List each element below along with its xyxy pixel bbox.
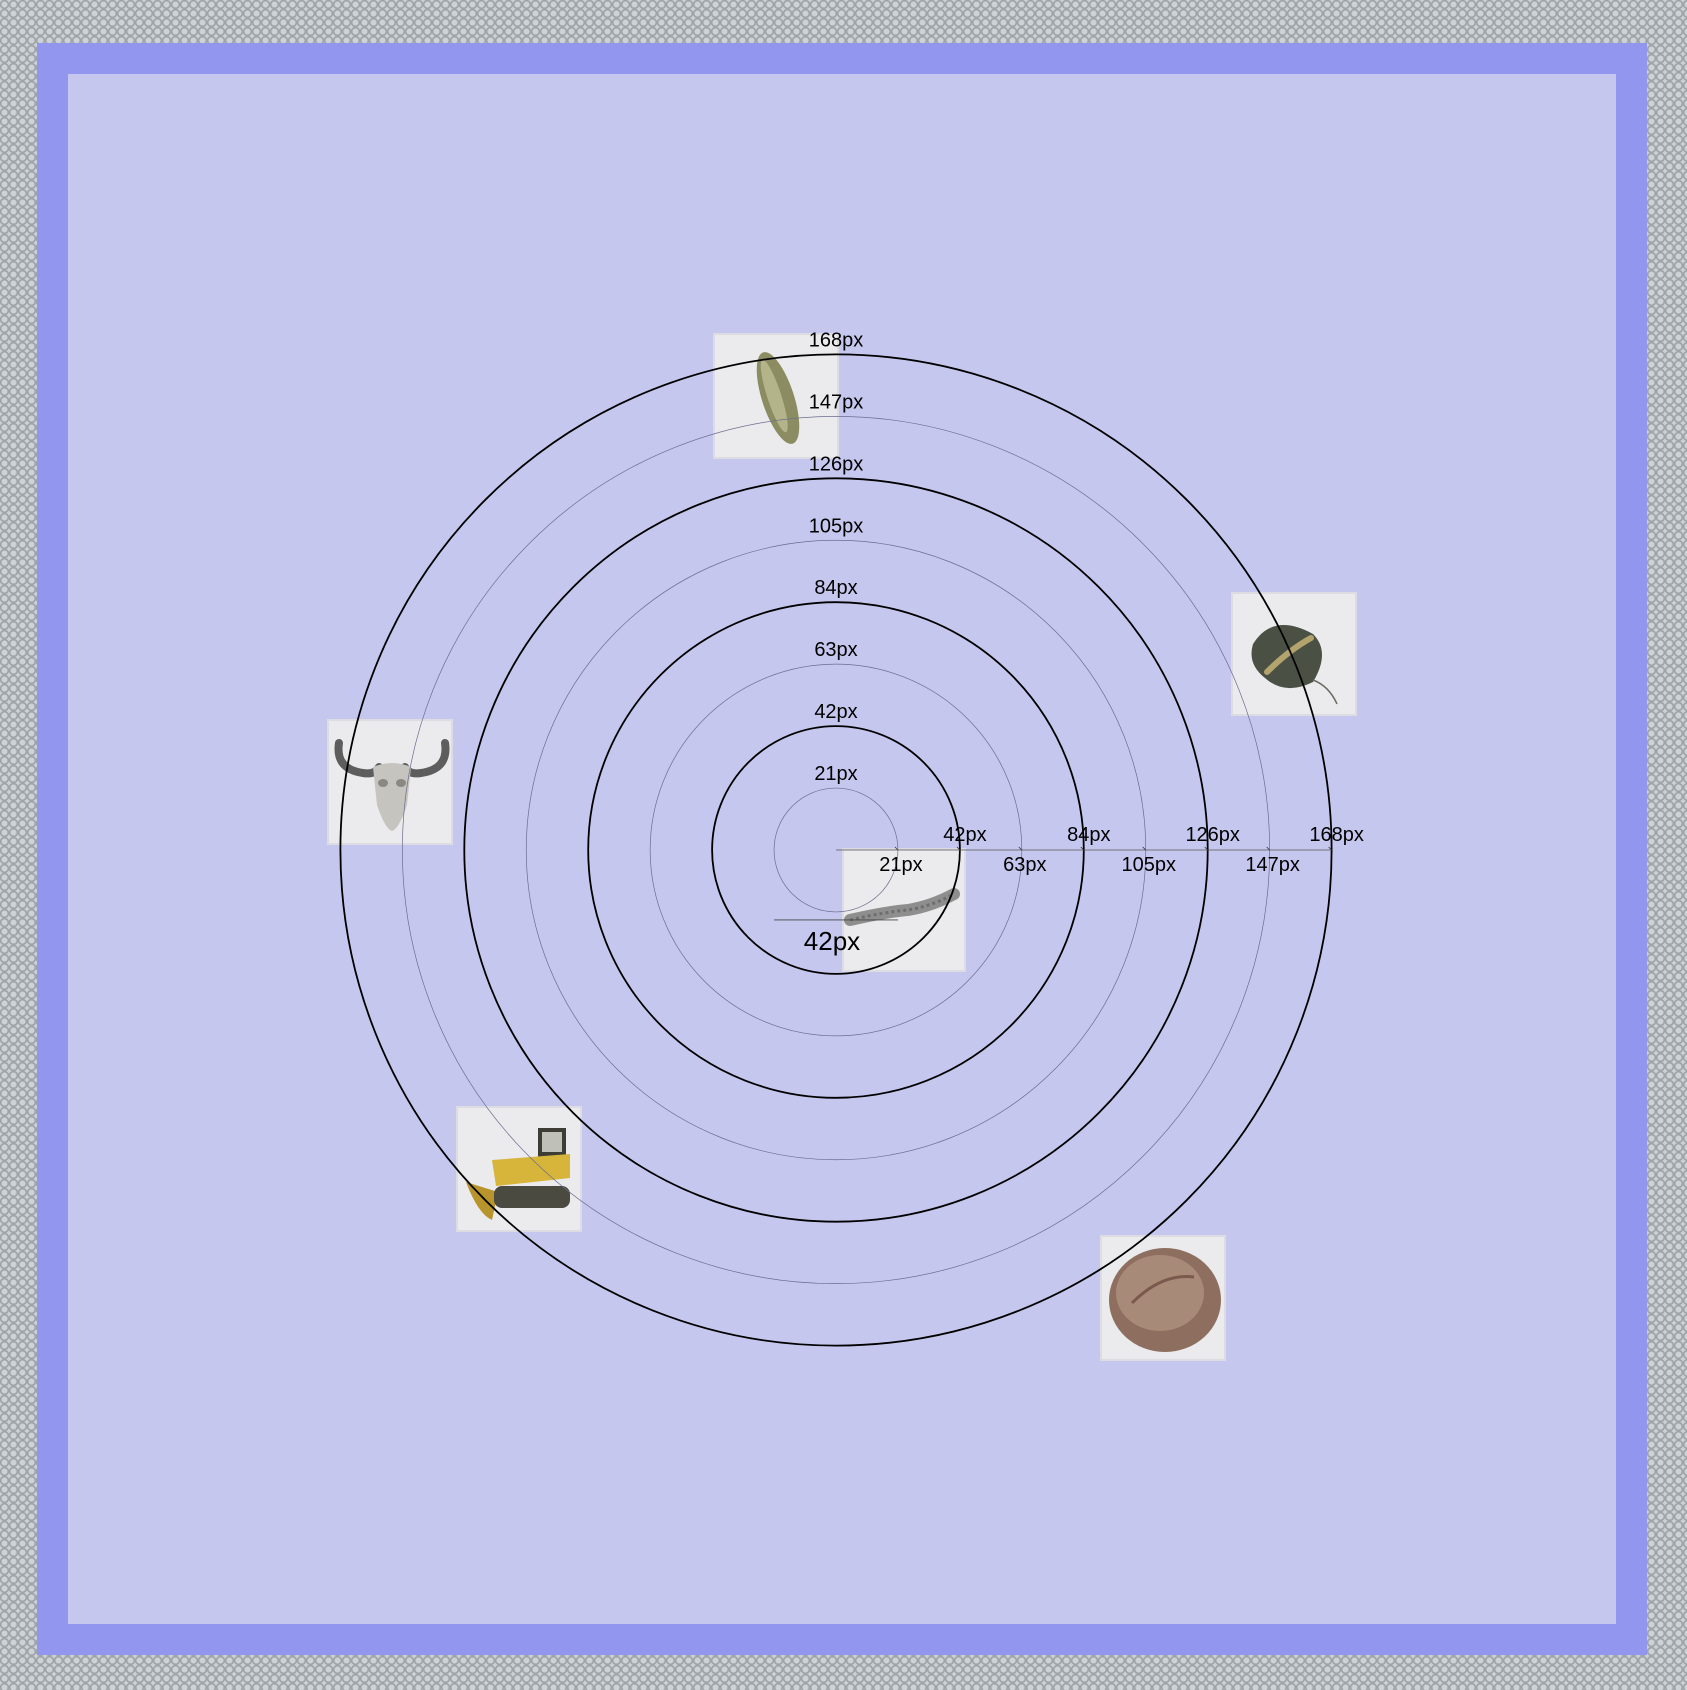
- ox-skull-image: [327, 719, 453, 845]
- ring-label-axis-147: 147px: [1245, 854, 1300, 876]
- ring-label-axis-63: 63px: [1003, 854, 1046, 876]
- tick-42: [956, 846, 961, 851]
- center-size-label: 42px: [804, 926, 860, 956]
- ring-label-top-63: 63px: [814, 639, 857, 661]
- ring-label-top-21: 21px: [814, 763, 857, 785]
- tick-168: [1328, 846, 1332, 851]
- tick-63: [1018, 846, 1023, 851]
- ring-label-top-147: 147px: [809, 391, 864, 413]
- ring-label-axis-168: 168px: [1309, 824, 1364, 846]
- canvas: 21px 21px 42px 42px 63px 63px 84px 84px 105px 105…: [68, 74, 1616, 1624]
- ring-label-axis-126: 126px: [1185, 824, 1240, 846]
- ring-label-top-105: 105px: [809, 515, 864, 537]
- caterpillar-icon: [844, 888, 960, 926]
- ring-label-top-126: 126px: [809, 453, 864, 475]
- tick-105: [1142, 846, 1147, 851]
- ring-label-axis-42: 42px: [943, 824, 986, 846]
- ring-label-axis-105: 105px: [1122, 854, 1177, 876]
- ring-label-top-84: 84px: [814, 577, 857, 599]
- leaf-image: [1231, 592, 1357, 716]
- ring-label-top-168: 168px: [809, 329, 864, 351]
- tick-147: [1266, 846, 1270, 851]
- bulldozer-image: [456, 1106, 582, 1232]
- ring-label-axis-84: 84px: [1067, 824, 1110, 846]
- tick-84: [1080, 846, 1085, 851]
- rings-diagram: 21px 21px 42px 42px 63px 63px 84px 84px 105px 105…: [339, 329, 1364, 1347]
- ring-label-top-42: 42px: [814, 701, 857, 723]
- tick-21: [894, 846, 899, 851]
- cucumber-icon: [756, 352, 800, 444]
- bulldozer-icon: [466, 1128, 570, 1220]
- tick-126: [1204, 846, 1208, 851]
- ring-label-axis-21: 21px: [879, 854, 922, 876]
- ox-skull-icon: [334, 739, 450, 831]
- bread-loaf-icon: [1109, 1248, 1221, 1352]
- leaf-icon: [1251, 625, 1338, 705]
